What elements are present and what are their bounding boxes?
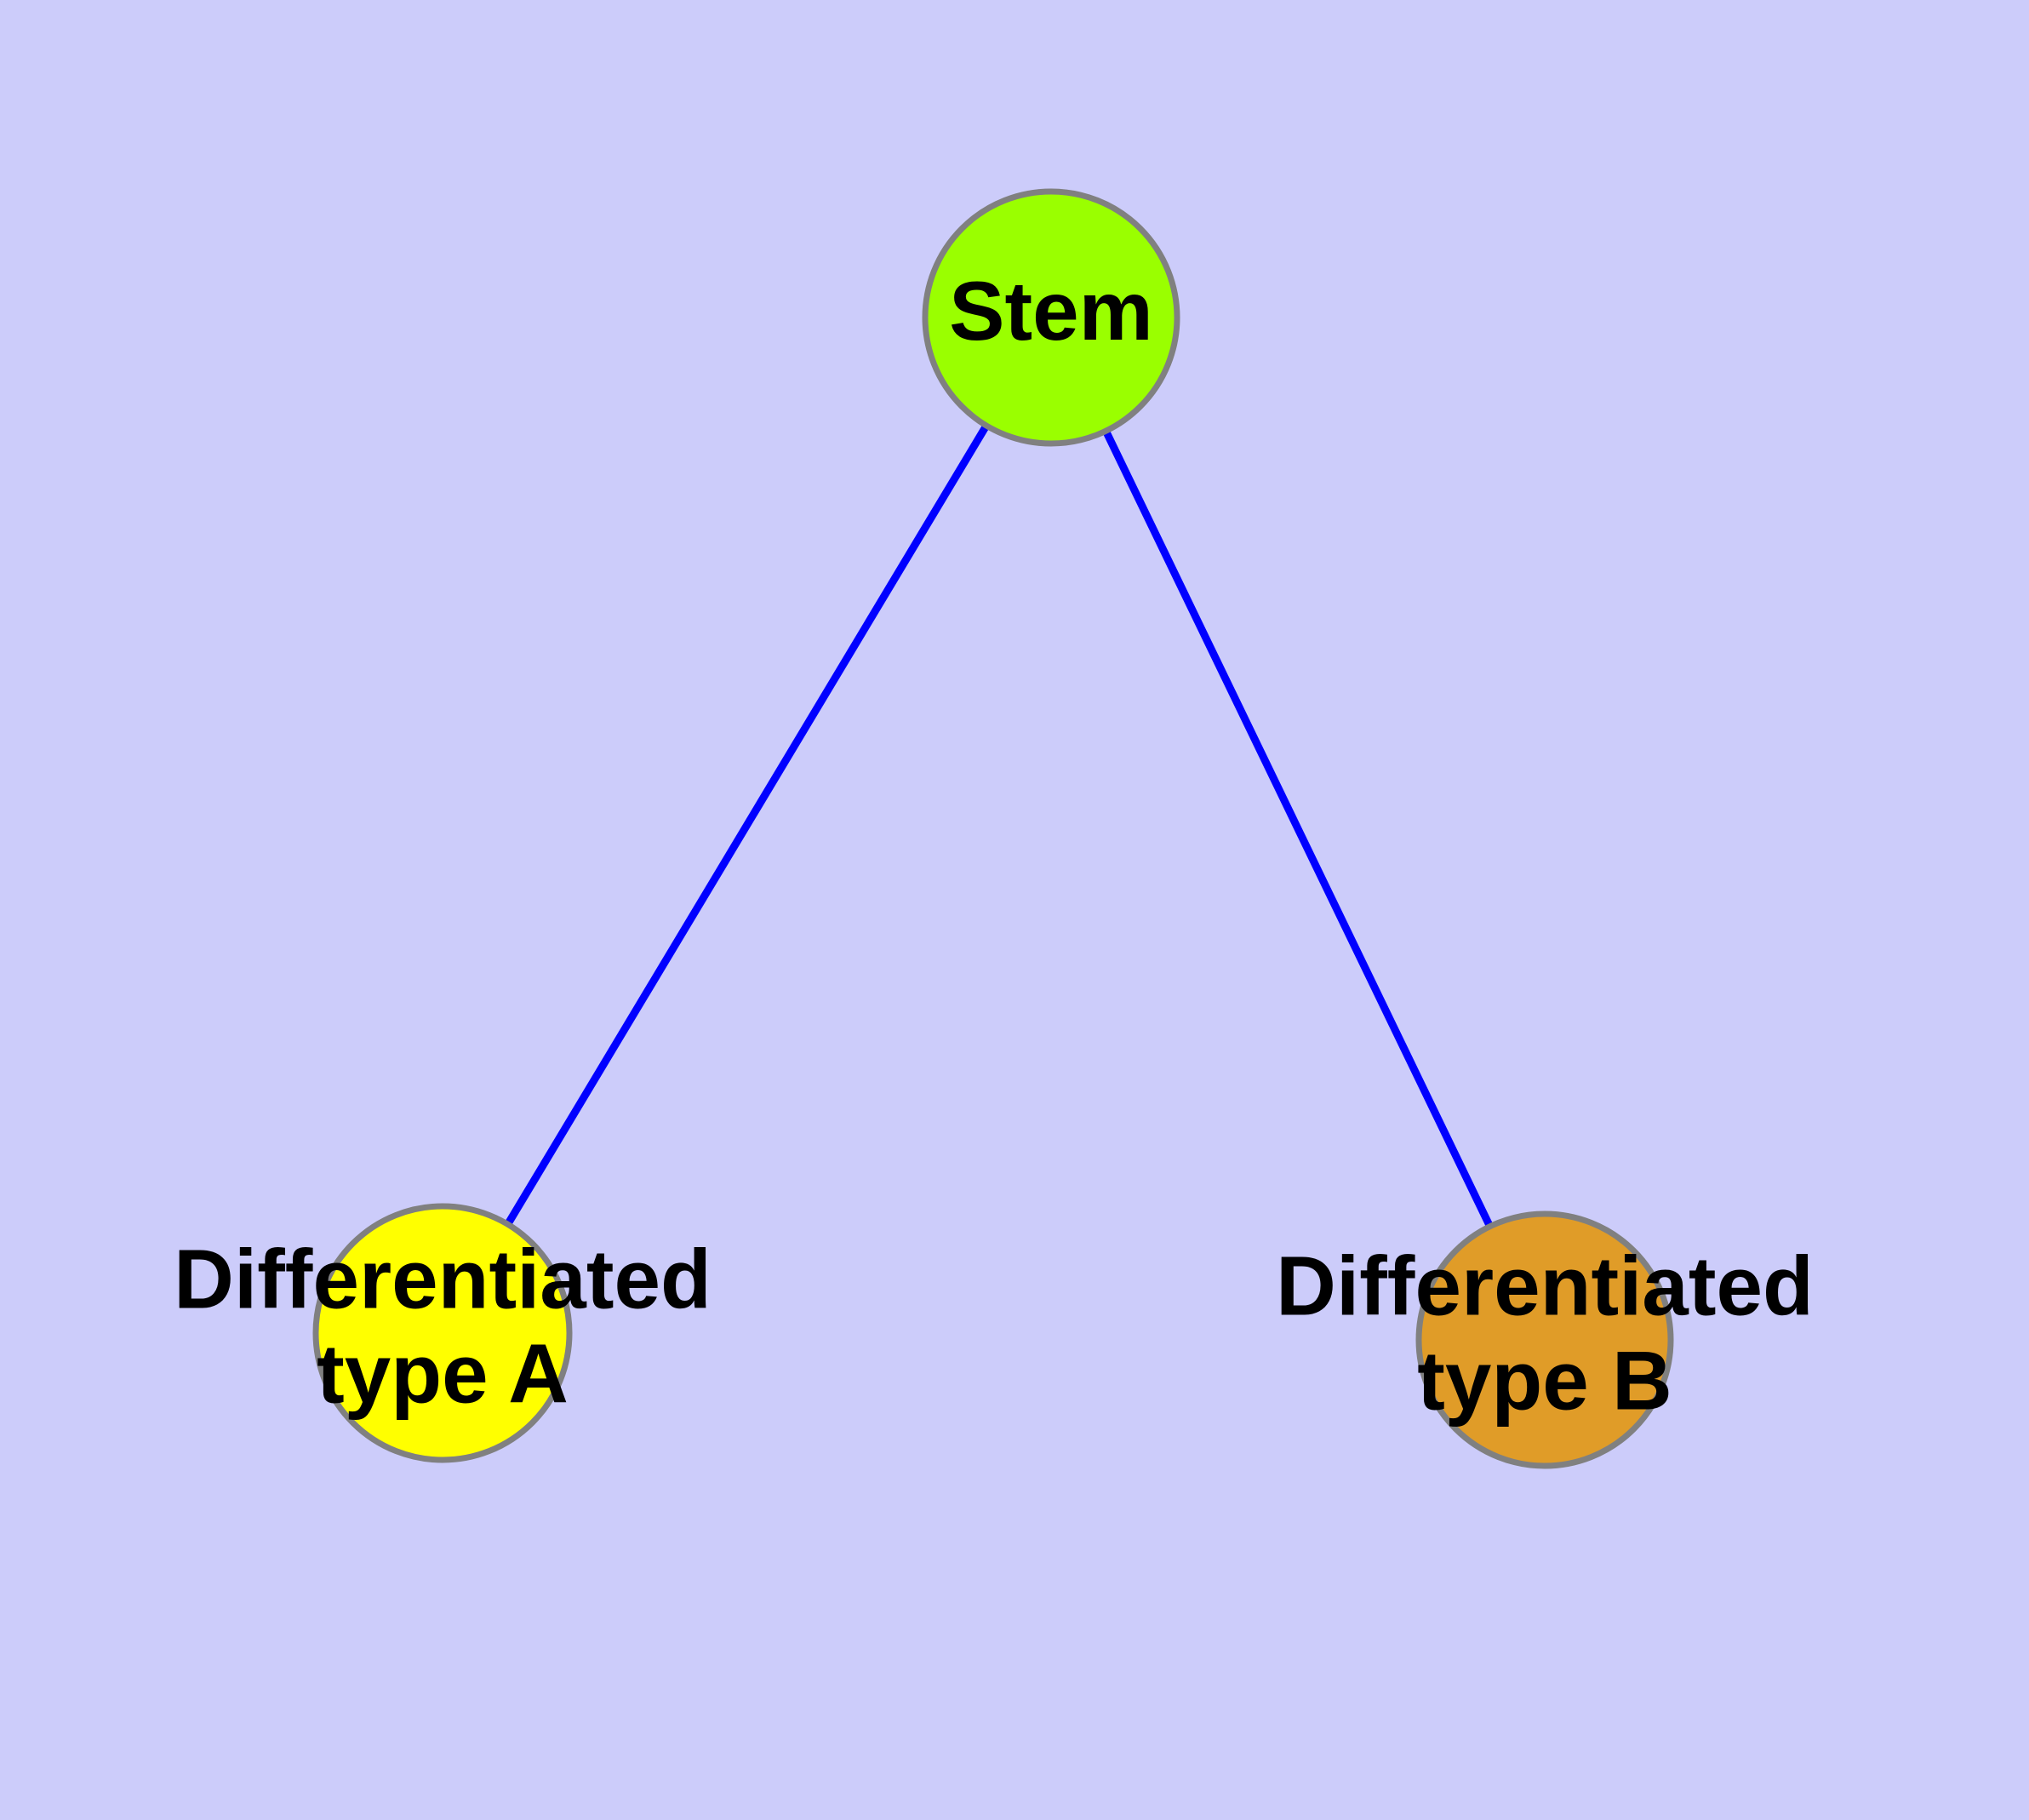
- node-label-diff-b-line-2: type B: [1417, 1333, 1672, 1427]
- node-diff-a[interactable]: [312, 1203, 573, 1463]
- node-label-diff-a-line-2: type A: [317, 1326, 569, 1420]
- node-layer: [312, 188, 1674, 1469]
- edge-stem-to-diff-b[interactable]: [1102, 430, 1494, 1228]
- node-label-stem-line-1: Stem: [949, 264, 1153, 358]
- node-label-diff-b-line-1: Differentiated: [1276, 1239, 1814, 1333]
- node-stem[interactable]: [922, 188, 1180, 447]
- edge-stem-to-diff-a[interactable]: [505, 424, 990, 1226]
- node-label-diff-a-line-1: Differentiated: [174, 1233, 712, 1326]
- edge-layer: [505, 424, 1494, 1228]
- node-diff-b[interactable]: [1415, 1210, 1674, 1469]
